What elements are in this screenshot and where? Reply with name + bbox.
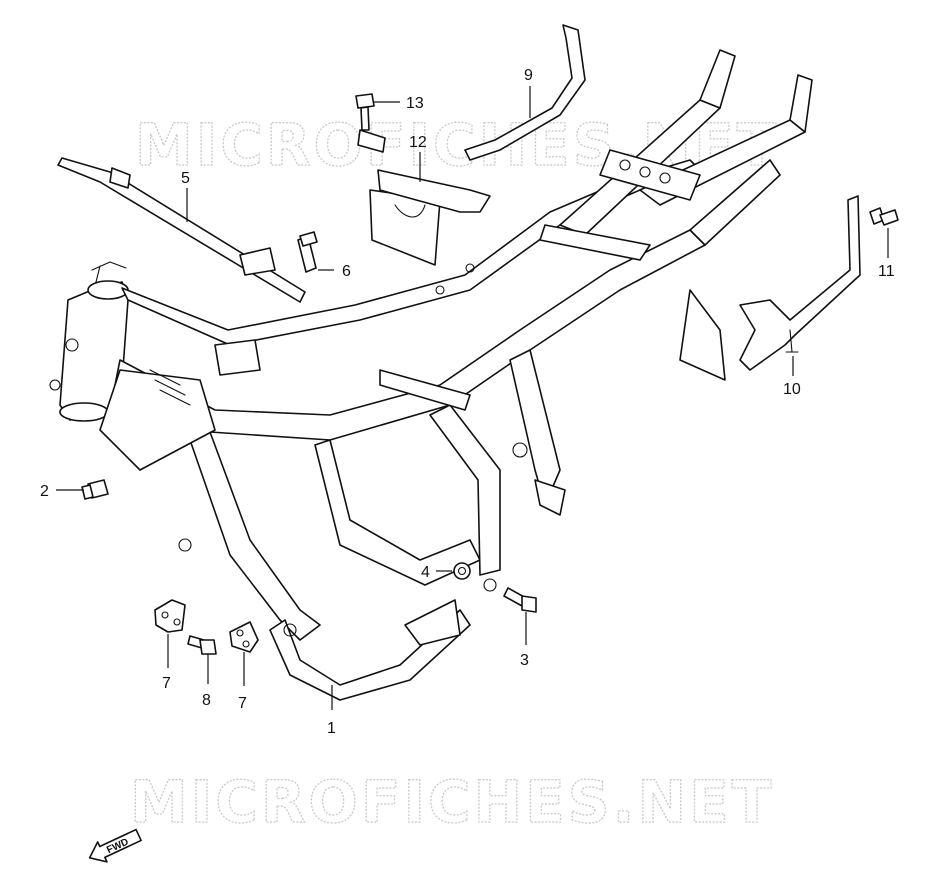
part-5-bar xyxy=(57,157,306,303)
part-4-collar xyxy=(453,562,471,580)
callout-7b: 7 xyxy=(238,695,247,712)
watermark-bottom: MICROFICHES.NET xyxy=(130,768,774,836)
main-frame xyxy=(49,49,813,701)
callout-1: 1 xyxy=(327,720,336,737)
part-6-bolt xyxy=(297,231,318,273)
callout-11: 11 xyxy=(878,263,895,280)
fwd-label: FWD xyxy=(105,837,130,857)
callout-5: 5 xyxy=(181,170,190,187)
callout-12: 12 xyxy=(409,134,427,151)
part-7b-plate xyxy=(229,621,259,653)
callout-labels: 1 2 3 4 5 6 7 7 8 9 10 11 12 13 xyxy=(40,67,895,737)
fwd-arrow: FWD xyxy=(88,828,142,863)
part-9-bar xyxy=(464,24,586,161)
callout-7a: 7 xyxy=(162,675,171,692)
callout-2: 2 xyxy=(40,483,49,500)
callout-8: 8 xyxy=(202,692,211,709)
callout-9: 9 xyxy=(524,67,533,84)
part-11-bolt xyxy=(869,207,899,226)
callout-6: 6 xyxy=(342,263,351,280)
part-3-bolt xyxy=(503,587,537,613)
callout-10: 10 xyxy=(783,381,801,398)
part-7a-plate xyxy=(154,599,186,633)
callout-13: 13 xyxy=(406,95,424,112)
part-12-bracket xyxy=(369,169,491,266)
callout-3: 3 xyxy=(520,652,529,669)
part-10-bracket xyxy=(739,195,861,371)
part-8-bolt xyxy=(187,635,217,655)
part-13-bolt xyxy=(355,93,386,153)
part-2-bolt xyxy=(81,479,109,500)
leader-lines xyxy=(56,86,889,710)
callout-4: 4 xyxy=(421,564,430,581)
